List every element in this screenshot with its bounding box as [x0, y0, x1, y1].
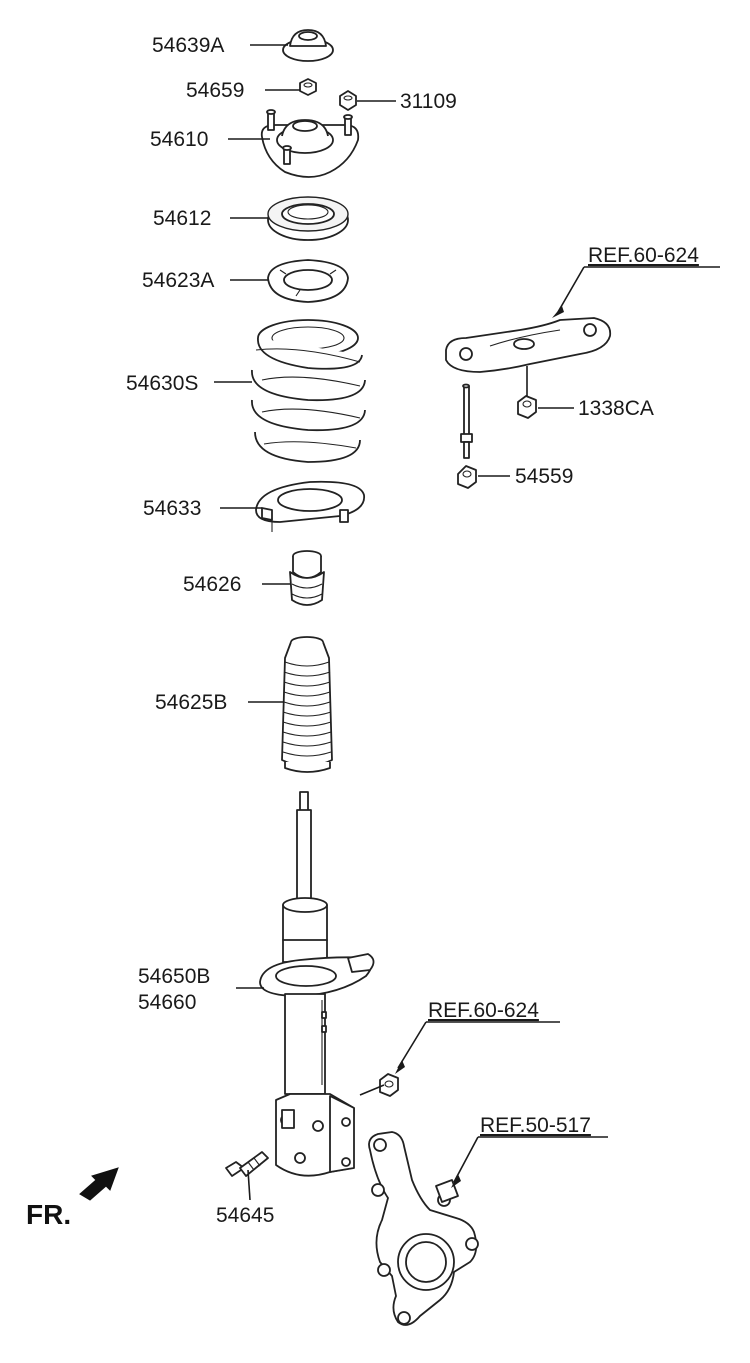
label-54633: 54633 — [143, 497, 201, 520]
bearing-54612 — [267, 196, 349, 241]
ref-label-60-624-strut[interactable]: REF.60-624 — [428, 999, 539, 1022]
cap-54639A — [282, 29, 334, 62]
label-54630S: 54630S — [126, 372, 198, 395]
stud-54559 — [457, 383, 477, 489]
label-54626: 54626 — [183, 573, 241, 596]
bracket-ref-60-624 — [445, 317, 612, 373]
nut-54659 — [299, 78, 317, 96]
coil-spring-54630S — [251, 319, 366, 463]
label-54559: 54559 — [515, 465, 573, 488]
bolt-54645 — [225, 1151, 269, 1177]
label-54610: 54610 — [150, 128, 208, 151]
lower-seat-54633 — [255, 480, 365, 532]
front-arrow-icon — [79, 1167, 119, 1201]
label-1338CA: 1338CA — [578, 397, 654, 420]
label-54612: 54612 — [153, 207, 211, 230]
leader-lines — [214, 44, 720, 1201]
front-direction-label: FR. — [26, 1199, 71, 1230]
ref-label-50-517[interactable]: REF.50-517 — [480, 1114, 591, 1137]
strut-54650B — [259, 791, 375, 1177]
label-31109: 31109 — [400, 90, 457, 113]
dust-boot-54625B — [281, 636, 333, 773]
strut-nut — [379, 1073, 399, 1097]
nut-31109 — [339, 90, 357, 111]
top-mount-54610 — [260, 109, 360, 178]
ref-label-60-624-top[interactable]: REF.60-624 — [588, 244, 699, 267]
bump-stop-54626 — [289, 550, 325, 606]
label-54660: 54660 — [138, 991, 196, 1014]
label-54625B: 54625B — [155, 691, 227, 714]
label-54659: 54659 — [186, 79, 244, 102]
label-54623A: 54623A — [142, 269, 214, 292]
label-54639A: 54639A — [152, 34, 224, 57]
label-54645: 54645 — [216, 1204, 274, 1227]
spring-pad-54623A — [267, 259, 349, 303]
steering-knuckle — [368, 1131, 479, 1326]
label-54650B: 54650B — [138, 965, 210, 988]
nut-1338CA — [517, 395, 537, 419]
